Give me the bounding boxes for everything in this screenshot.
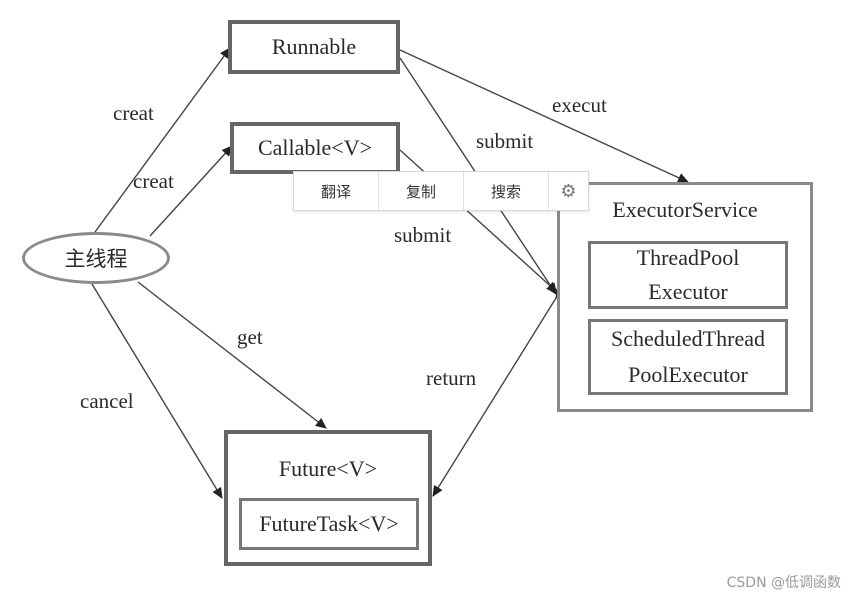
edge-label-return: return xyxy=(426,366,477,390)
future-task-label: FutureTask<V> xyxy=(259,511,399,536)
future-node: Future<V> FutureTask<V> xyxy=(224,430,432,566)
scheduled-executor-line-1: ScheduledThread xyxy=(611,326,765,351)
watermark: CSDN @低调函数 xyxy=(726,575,841,591)
edge-label-execut: execut xyxy=(552,93,607,117)
scheduled-executor-line-2: PoolExecutor xyxy=(628,362,748,387)
thread-pool-executor-line-2: Executor xyxy=(648,279,728,304)
settings-button[interactable]: ⚙ xyxy=(549,172,588,210)
edge-label-creat-callable: creat xyxy=(133,169,174,193)
edge-label-get: get xyxy=(237,325,263,349)
edge-execut xyxy=(399,49,689,183)
edge-creat-callable xyxy=(149,145,233,237)
future-title: Future<V> xyxy=(278,456,378,481)
runnable-label: Runnable xyxy=(271,34,357,59)
future-task-node: FutureTask<V> xyxy=(239,498,419,550)
scheduled-thread-pool-executor-node: ScheduledThread PoolExecutor xyxy=(588,319,788,395)
edge-creat-runnable xyxy=(94,47,231,233)
selection-popup-menu: 翻译 复制 搜索 ⚙ xyxy=(293,171,589,211)
runnable-node: Runnable xyxy=(228,20,400,74)
main-thread-node: 主线程 xyxy=(22,232,170,284)
translate-button[interactable]: 翻译 xyxy=(294,172,379,210)
thread-pool-executor-line-1: ThreadPool xyxy=(636,245,740,270)
callable-node: Callable<V> xyxy=(230,122,400,174)
callable-label: Callable<V> xyxy=(257,135,372,160)
executor-service-node: ExecutorService ThreadPool Executor Sche… xyxy=(557,182,813,412)
gear-icon: ⚙ xyxy=(560,180,577,202)
executor-service-title: ExecutorService xyxy=(612,197,758,222)
main-thread-label: 主线程 xyxy=(64,247,128,271)
edge-get xyxy=(137,281,327,429)
edge-cancel xyxy=(91,283,223,499)
thread-pool-executor-node: ThreadPool Executor xyxy=(588,241,788,309)
edge-label-submit-callable: submit xyxy=(394,223,452,247)
search-button[interactable]: 搜索 xyxy=(464,172,549,210)
edge-label-submit-runnable: submit xyxy=(476,129,534,153)
edge-return xyxy=(432,286,566,497)
edge-label-cancel: cancel xyxy=(80,389,134,413)
copy-button[interactable]: 复制 xyxy=(379,172,464,210)
edge-label-creat-runnable: creat xyxy=(113,101,154,125)
